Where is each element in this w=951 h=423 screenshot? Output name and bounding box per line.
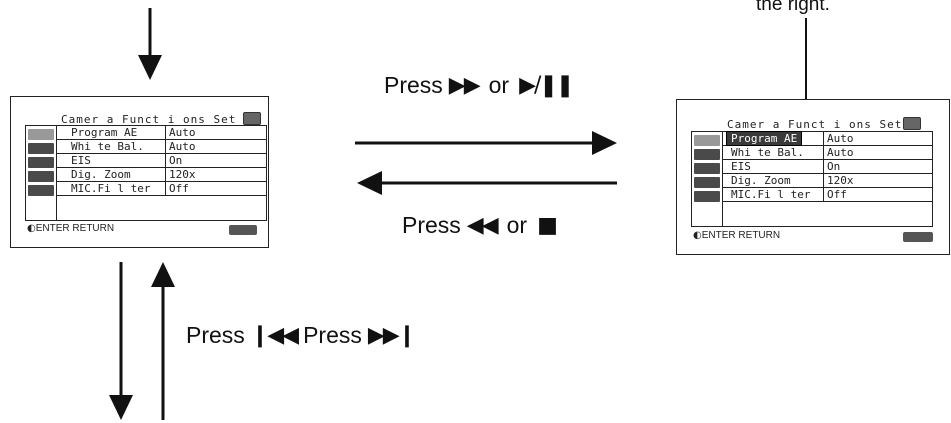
menu-row: MIC.Fi l ter Off: [723, 188, 932, 202]
menu-row: Dig. Zoom 120x: [57, 168, 266, 182]
right-menu: Camer a Funct i ons Set Program AE Auto …: [677, 100, 949, 254]
menu-row-value: Auto: [823, 132, 854, 145]
menu-row-key: Whi te Bal.: [71, 140, 144, 153]
menu-row-value: On: [823, 160, 840, 173]
dial-icon: ◐: [693, 230, 702, 241]
menu-row-key: MIC.Fi l ter: [71, 182, 151, 195]
menu-row: Whi te Bal. Auto: [723, 146, 932, 160]
menu-row-value: Auto: [823, 146, 854, 159]
menu-button-icon: [229, 225, 257, 235]
vertical-label: Press ❙◀◀ Press ▶▶❙: [186, 322, 416, 349]
callout-text: the right.: [756, 0, 830, 15]
footer-enter: ENTER: [35, 223, 70, 234]
footer-return: RETURN: [72, 223, 115, 234]
forward-label-text: Press: [384, 72, 443, 98]
menu-row-key: EIS: [731, 160, 751, 173]
left-icon-column: [26, 126, 57, 220]
initial-setup-icon: [694, 191, 720, 202]
menu-row-value: Auto: [165, 126, 196, 139]
menu-row-value: 120x: [165, 168, 196, 181]
left-menu: Camer a Funct i ons Set Program AE Auto …: [11, 97, 268, 247]
camera-setup-icon: [28, 129, 54, 140]
rewind-icon: ◀◀: [466, 213, 499, 238]
display-setup-icon: [694, 177, 720, 188]
right-icon-column: [692, 132, 723, 226]
lcd-setup-icon: [694, 163, 720, 174]
menu-row: Program AE Auto: [57, 126, 266, 140]
right-menu-table: Program AE Auto Whi te Bal. Auto EIS On …: [691, 131, 933, 227]
fast-forward-icon: ▶▶: [448, 73, 481, 98]
menu-row-key: EIS: [71, 154, 91, 167]
left-menu-table: Program AE Auto Whi te Bal. Auto EIS On …: [25, 125, 267, 221]
vertical-label-text-2: Press: [303, 322, 362, 348]
left-menu-title: Camer a Funct i ons Set: [61, 113, 237, 126]
right-menu-screen: Camer a Funct i ons Set Program AE Auto …: [676, 99, 950, 255]
display-setup-icon: [28, 171, 54, 182]
dial-icon: ◐: [27, 223, 36, 234]
camera-icon: [243, 112, 261, 125]
menu-row-key: Program AE: [725, 131, 803, 146]
right-menu-title: Camer a Funct i ons Set: [727, 118, 903, 131]
play-pause-icon: ▶/❚❚: [519, 73, 574, 98]
menu-row-key: Dig. Zoom: [731, 174, 791, 187]
menu-row-key: Dig. Zoom: [71, 168, 131, 181]
menu-row: EIS On: [723, 160, 932, 174]
menu-row-value: Off: [165, 182, 189, 195]
record-setup-icon: [694, 149, 720, 160]
back-arrow-head: [357, 171, 382, 195]
menu-row: MIC.Fi l ter Off: [57, 182, 266, 196]
left-menu-screen: Camer a Funct i ons Set Program AE Auto …: [10, 96, 269, 248]
menu-row: Dig. Zoom 120x: [723, 174, 932, 188]
footer-return: RETURN: [738, 230, 781, 241]
menu-row-value: On: [165, 154, 182, 167]
menu-row: Whi te Bal. Auto: [57, 140, 266, 154]
stop-icon: ■: [537, 213, 558, 238]
record-setup-icon: [28, 143, 54, 154]
menu-row: EIS On: [57, 154, 266, 168]
menu-row-key: Program AE: [71, 126, 138, 139]
menu-row-value: 120x: [823, 174, 854, 187]
vertical-label-text-1: Press: [186, 322, 245, 348]
menu-row-key: MIC.Fi l ter: [731, 188, 811, 201]
footer-enter: ENTER: [701, 230, 736, 241]
skip-back-icon: ❙◀◀: [250, 323, 299, 348]
back-label-text: Press: [402, 212, 461, 238]
menu-row-key: Whi te Bal.: [731, 146, 804, 159]
down-arrow-head: [109, 395, 133, 420]
up-arrow-head: [151, 262, 175, 287]
skip-forward-icon: ▶▶❙: [367, 323, 416, 348]
top-down-arrow-head: [138, 55, 162, 80]
back-label: Press ◀◀ or ■: [402, 212, 558, 239]
camera-icon: [903, 117, 921, 130]
menu-button-icon: [903, 232, 933, 242]
menu-row-selected[interactable]: Program AE Auto: [723, 131, 932, 146]
left-menu-footer: ◐ENTER RETURN: [27, 223, 114, 234]
forward-label: Press ▶▶ or ▶/❚❚: [384, 72, 574, 99]
lcd-setup-icon: [28, 157, 54, 168]
menu-row-value: Auto: [165, 140, 196, 153]
back-label-or: or: [506, 212, 528, 238]
forward-label-or: or: [488, 72, 510, 98]
menu-row-value: Off: [823, 188, 847, 201]
forward-arrow-head: [592, 131, 617, 155]
camera-setup-icon: [694, 135, 720, 146]
initial-setup-icon: [28, 185, 54, 196]
right-menu-footer: ◐ENTER RETURN: [693, 230, 780, 241]
